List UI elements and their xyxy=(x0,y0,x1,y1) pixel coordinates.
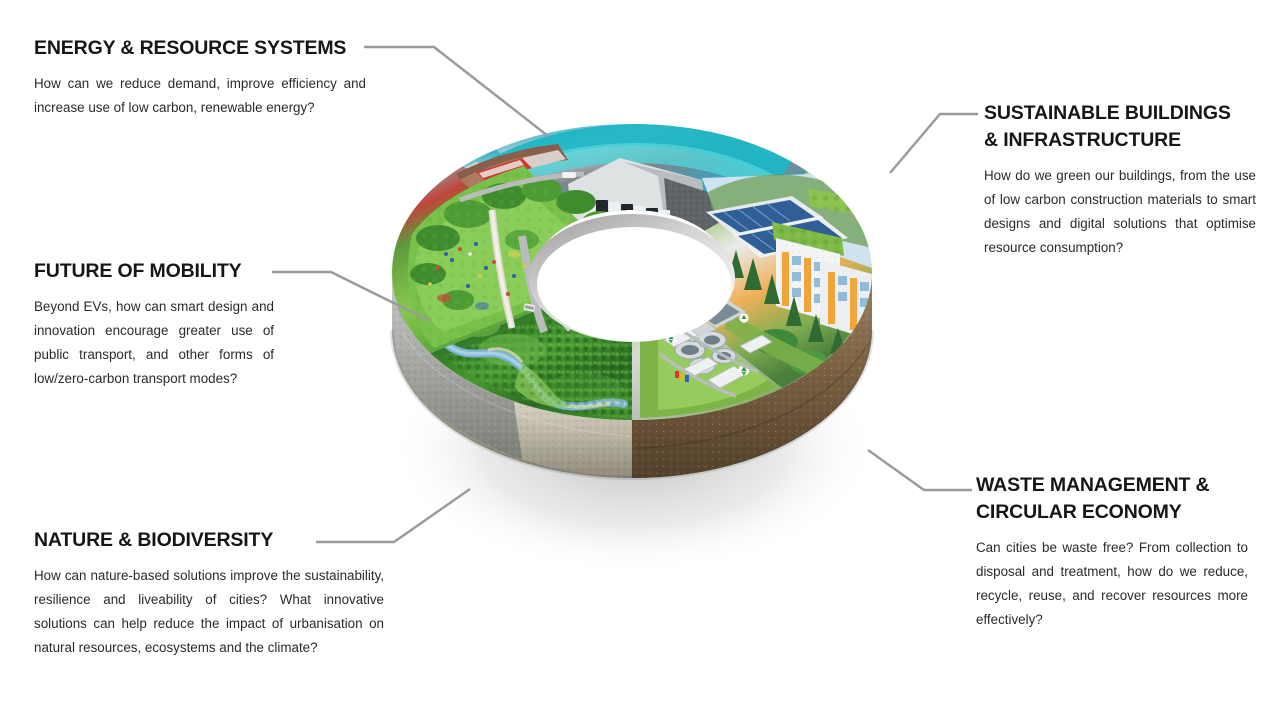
donut-segments xyxy=(392,124,872,420)
callout-body-mobility: Beyond EVs, how can smart design and inn… xyxy=(34,299,274,386)
callout-mobility: FUTURE OF MOBILITY Beyond EVs, how can s… xyxy=(34,258,274,391)
donut-rim xyxy=(390,272,874,481)
callout-body-energy: How can we reduce demand, improve effici… xyxy=(34,76,366,115)
segment-mobility xyxy=(392,144,632,354)
donut-chart xyxy=(372,118,892,592)
segment-buildings xyxy=(632,172,872,388)
callout-heading-nature: NATURE & BIODIVERSITY xyxy=(34,529,274,551)
callout-heading-buildings: SUSTAINABLE BUILDINGS & INFRASTRUCTURE xyxy=(984,102,1231,151)
callout-body-nature: How can nature-based solutions improve t… xyxy=(34,568,384,655)
callout-buildings: SUSTAINABLE BUILDINGS & INFRASTRUCTURE H… xyxy=(984,100,1256,260)
callout-heading-waste: WASTE MANAGEMENT & CIRCULAR ECONOMY xyxy=(976,474,1210,523)
callout-waste: WASTE MANAGEMENT & CIRCULAR ECONOMY Can … xyxy=(976,472,1248,632)
callout-energy: ENERGY & RESOURCE SYSTEMS How can we red… xyxy=(34,35,366,120)
callout-body-waste: Can cities be waste free? From collectio… xyxy=(976,540,1248,627)
donut-hole xyxy=(529,214,735,342)
callout-body-buildings: How do we green our buildings, from the … xyxy=(984,168,1256,255)
callout-heading-energy: ENERGY & RESOURCE SYSTEMS xyxy=(34,37,347,59)
callout-heading-mobility: FUTURE OF MOBILITY xyxy=(34,260,242,282)
callout-nature: NATURE & BIODIVERSITY How can nature-bas… xyxy=(34,527,384,660)
leader-line-buildings xyxy=(889,112,978,174)
